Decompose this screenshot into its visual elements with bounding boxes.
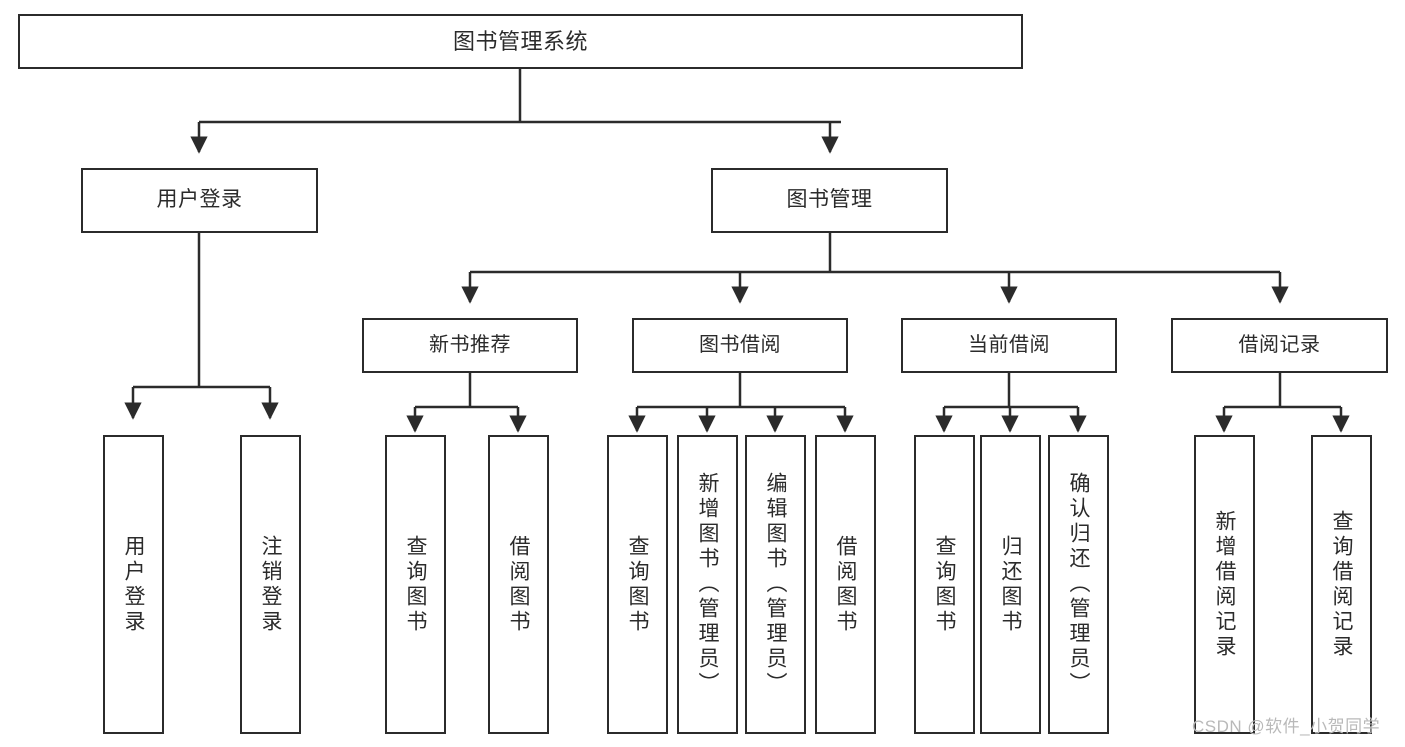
leaf-book-borrow-edit[interactable]: 编辑图书（管理员） <box>745 435 806 734</box>
leaf-new-book-borrow-label: 借阅图书 <box>507 534 530 635</box>
leaf-current-borrow-confirm-return-label: 确认归还（管理员） <box>1067 472 1090 697</box>
node-new-book-recommend-label: 新书推荐 <box>429 334 511 356</box>
leaf-book-borrow-add[interactable]: 新增图书（管理员） <box>677 435 738 734</box>
leaf-book-borrow-add-label: 新增图书（管理员） <box>696 472 719 697</box>
node-borrow-record[interactable]: 借阅记录 <box>1171 318 1388 373</box>
leaf-book-borrow-query[interactable]: 查询图书 <box>607 435 668 734</box>
node-root-book-management-system[interactable]: 图书管理系统 <box>18 14 1023 69</box>
node-root-label: 图书管理系统 <box>452 28 588 54</box>
csdn-watermark: CSDN @软件_小贺同学 <box>1192 717 1381 736</box>
leaf-current-borrow-return[interactable]: 归还图书 <box>980 435 1041 734</box>
node-book-borrow[interactable]: 图书借阅 <box>632 318 848 373</box>
leaf-current-borrow-return-label: 归还图书 <box>999 534 1022 635</box>
leaf-user-login-logout-label: 注销登录 <box>259 534 282 635</box>
leaf-current-borrow-query[interactable]: 查询图书 <box>914 435 975 734</box>
node-current-borrow[interactable]: 当前借阅 <box>901 318 1117 373</box>
leaf-borrow-record-query-label: 查询借阅记录 <box>1330 509 1353 660</box>
leaf-borrow-record-query[interactable]: 查询借阅记录 <box>1311 435 1372 734</box>
leaf-borrow-record-add-label: 新增借阅记录 <box>1213 509 1236 660</box>
leaf-book-borrow-edit-label: 编辑图书（管理员） <box>764 472 787 697</box>
node-user-login-label: 用户登录 <box>156 188 243 212</box>
node-current-borrow-label: 当前借阅 <box>968 334 1050 356</box>
node-borrow-record-label: 借阅记录 <box>1238 334 1321 356</box>
leaf-user-login-login[interactable]: 用户登录 <box>103 435 164 734</box>
leaf-current-borrow-confirm-return[interactable]: 确认归还（管理员） <box>1048 435 1109 734</box>
leaf-user-login-logout[interactable]: 注销登录 <box>240 435 301 734</box>
leaf-current-borrow-query-label: 查询图书 <box>933 534 956 635</box>
leaf-user-login-login-label: 用户登录 <box>122 534 145 635</box>
leaf-book-borrow-query-label: 查询图书 <box>626 534 649 635</box>
leaf-new-book-query-label: 查询图书 <box>404 534 427 635</box>
node-book-borrow-label: 图书借阅 <box>699 334 781 356</box>
node-book-management[interactable]: 图书管理 <box>711 168 948 233</box>
node-book-management-label: 图书管理 <box>786 188 873 212</box>
leaf-new-book-borrow[interactable]: 借阅图书 <box>488 435 549 734</box>
leaf-new-book-query[interactable]: 查询图书 <box>385 435 446 734</box>
leaf-book-borrow-borrow-label: 借阅图书 <box>834 534 857 635</box>
node-user-login[interactable]: 用户登录 <box>81 168 318 233</box>
leaf-book-borrow-borrow[interactable]: 借阅图书 <box>815 435 876 734</box>
node-new-book-recommend[interactable]: 新书推荐 <box>362 318 578 373</box>
leaf-borrow-record-add[interactable]: 新增借阅记录 <box>1194 435 1255 734</box>
